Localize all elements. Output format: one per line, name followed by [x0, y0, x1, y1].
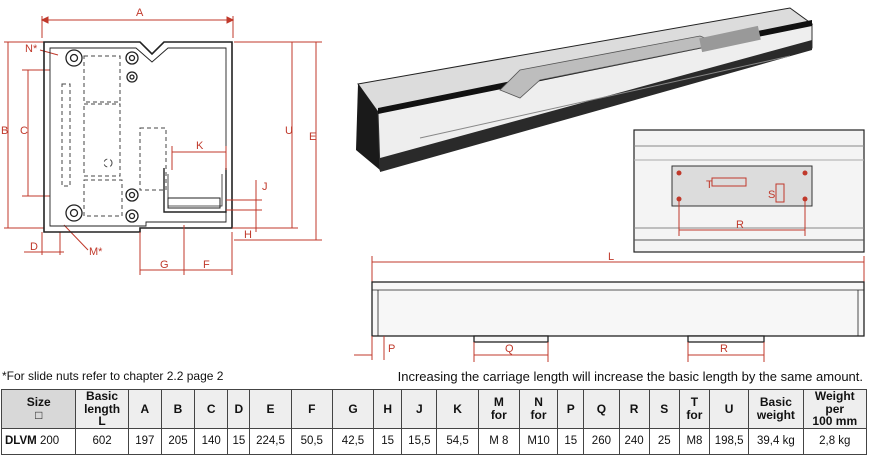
- dimension-u-e: [234, 41, 322, 241]
- cell-m: M 8: [477, 427, 520, 456]
- label-l: L: [608, 251, 614, 263]
- cell-q: 260: [583, 427, 620, 456]
- label-h: H: [244, 229, 252, 241]
- header-weight-per-100mm: Weight per 100 mm: [802, 389, 868, 429]
- label-p: P: [388, 343, 395, 355]
- header-m: M for: [477, 389, 520, 429]
- cell-u: 198,5: [709, 427, 750, 456]
- dimension-p-q-r: [354, 336, 765, 362]
- label-j: J: [262, 181, 268, 193]
- cell-a: 197: [127, 427, 162, 456]
- label-b: B: [1, 125, 8, 137]
- linear-unit-image: [356, 7, 814, 172]
- cell-n: M10: [518, 427, 559, 456]
- profile-outline: [43, 41, 233, 233]
- detail-label-s: S: [768, 189, 775, 201]
- dimension-g-f: [139, 225, 233, 275]
- dimension-a: [40, 16, 235, 38]
- label-f: F: [203, 259, 210, 271]
- cell-d: 15: [227, 427, 251, 456]
- cell-e: 224,5: [249, 427, 292, 456]
- header-f: F: [290, 389, 333, 429]
- product-3d-render: [356, 7, 814, 172]
- internal-features: [61, 55, 167, 217]
- label-e: E: [309, 131, 316, 143]
- header-u: U: [709, 389, 750, 429]
- cell-t: M8: [678, 427, 711, 456]
- cell-size: DLVM 200: [0, 427, 77, 456]
- header-g: G: [331, 389, 375, 429]
- header-s: S: [648, 389, 680, 429]
- cell-j: 15,5: [401, 427, 438, 456]
- mounting-holes: [65, 49, 139, 223]
- cell-k: 54,5: [436, 427, 479, 456]
- dimension-b: [4, 41, 44, 229]
- label-d: D: [30, 241, 38, 253]
- dimension-c: [22, 69, 50, 197]
- specification-table: Size □ Basic length L A B C D E F G H J …: [0, 389, 868, 456]
- dimension-l: [371, 256, 865, 282]
- cell-basic-weight: 39,4 kg: [748, 427, 804, 456]
- cross-section-drawing: A B C N* M* D: [1, 7, 322, 275]
- label-a: A: [136, 7, 144, 19]
- header-e: E: [249, 389, 292, 429]
- label-r: R: [720, 343, 728, 355]
- table-row: DLVM 200 602 197 205 140 15 224,5 50,5 4…: [0, 427, 868, 456]
- cell-r: 240: [618, 427, 650, 456]
- header-d: D: [227, 389, 251, 429]
- slot-k: [163, 168, 227, 213]
- cell-basic-length: 602: [75, 427, 129, 456]
- header-k: K: [436, 389, 479, 429]
- label-m: M*: [89, 246, 103, 258]
- detail-view: R T S: [633, 129, 865, 253]
- model-name: DLVM: [5, 435, 37, 448]
- label-g: G: [160, 259, 169, 271]
- header-q: Q: [583, 389, 620, 429]
- dimension-k: [171, 146, 227, 170]
- header-r: R: [618, 389, 650, 429]
- header-h: H: [373, 389, 403, 429]
- detail-label-t: T: [706, 179, 713, 191]
- rail-side: [371, 281, 865, 343]
- cell-h: 15: [373, 427, 403, 456]
- label-c: C: [20, 125, 28, 137]
- cell-b: 205: [160, 427, 196, 456]
- label-k: K: [196, 140, 204, 152]
- cell-f: 50,5: [290, 427, 333, 456]
- header-size: Size □: [0, 389, 77, 429]
- header-t: T for: [678, 389, 711, 429]
- header-b: B: [160, 389, 196, 429]
- header-c: C: [194, 389, 229, 429]
- header-a: A: [127, 389, 162, 429]
- cell-s: 25: [648, 427, 680, 456]
- detail-label-r: R: [736, 219, 744, 231]
- label-n: N*: [25, 43, 38, 55]
- header-basic-length: Basic length L: [75, 389, 129, 429]
- cell-g: 42,5: [331, 427, 375, 456]
- cell-weight-per-100mm: 2,8 kg: [802, 427, 868, 456]
- cell-c: 140: [194, 427, 229, 456]
- header-basic-weight: Basic weight: [748, 389, 804, 429]
- cell-p: 15: [557, 427, 585, 456]
- table-header-row: Size □ Basic length L A B C D E F G H J …: [0, 389, 868, 429]
- slide-nut-note: *For slide nuts refer to chapter 2.2 pag…: [2, 369, 224, 383]
- header-j: J: [401, 389, 438, 429]
- label-u: U: [285, 125, 293, 137]
- header-p: P: [557, 389, 585, 429]
- model-size: 200: [39, 435, 60, 448]
- carriage-length-note: Increasing the carriage length will incr…: [397, 369, 863, 384]
- side-view: L P Q R: [354, 251, 865, 362]
- label-q: Q: [505, 343, 514, 355]
- header-n: N for: [518, 389, 559, 429]
